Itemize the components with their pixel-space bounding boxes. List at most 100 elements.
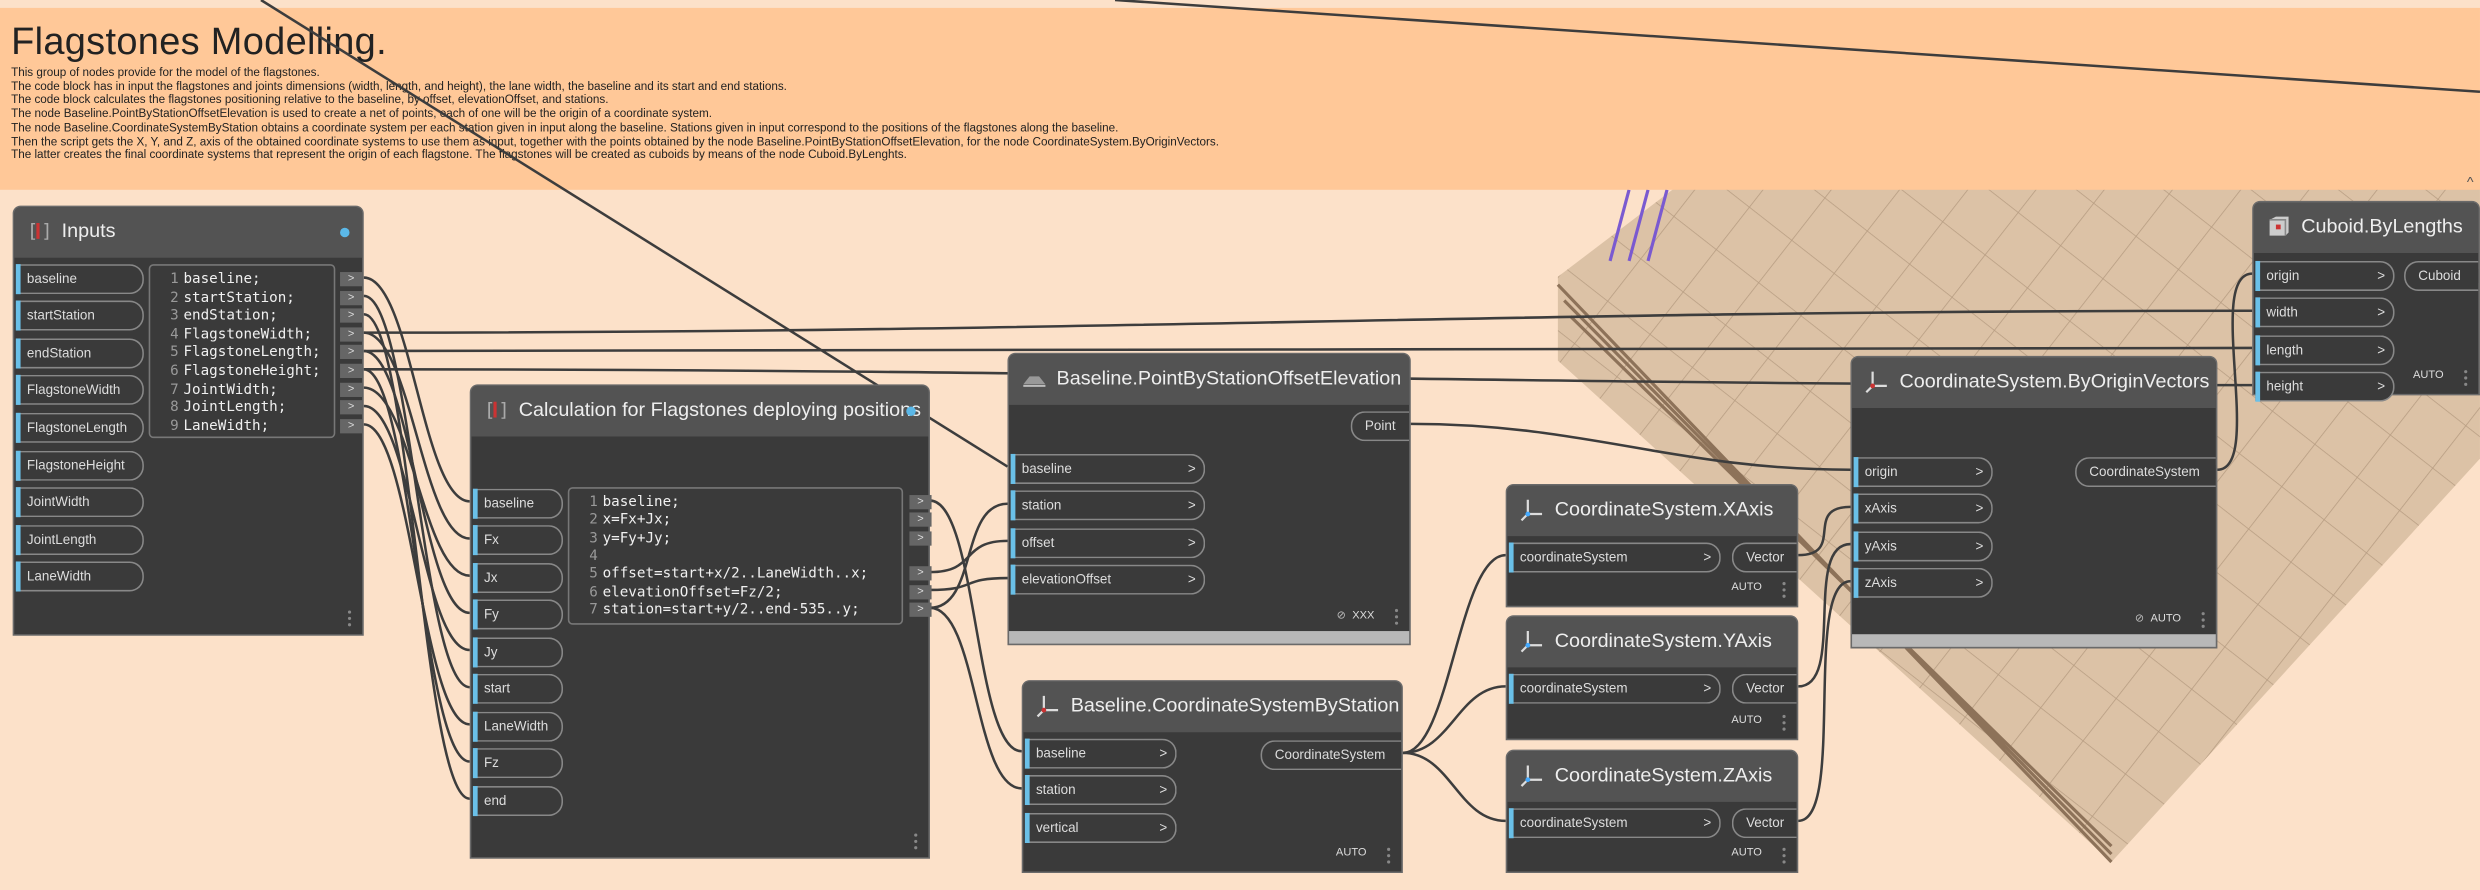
output-port-arrow[interactable]: > (909, 602, 932, 617)
node-y-axis[interactable]: CoordinateSystem.YAxis coordinateSystem> V… (1505, 615, 1799, 741)
node-header[interactable]: Baseline.PointByStationOffsetElevation (1009, 354, 1410, 405)
input-port-height[interactable]: height> (2255, 371, 2395, 402)
input-port-baseline[interactable]: baseline> (1010, 453, 1206, 484)
wire[interactable] (1798, 542, 1851, 688)
node-menu-icon[interactable] (1782, 847, 1787, 867)
input-port-baseline[interactable]: baseline (15, 263, 144, 294)
input-port-start[interactable]: start (472, 673, 564, 704)
input-port-origin[interactable]: origin> (1853, 456, 1993, 487)
output-port-arrow[interactable]: > (340, 418, 363, 434)
lacing-indicator[interactable]: ⊘AUTO (2135, 612, 2181, 625)
input-port-yaxis[interactable]: yAxis> (1853, 530, 1993, 561)
input-port-coordinatesystem[interactable]: coordinateSystem> (1508, 807, 1721, 838)
wire-length[interactable] (363, 346, 2253, 353)
wire[interactable] (1402, 685, 1506, 755)
input-port-coordinatesystem[interactable]: coordinateSystem> (1508, 541, 1721, 572)
input-port-jointwidth[interactable]: JointWidth (15, 487, 144, 518)
node-x-axis[interactable]: CoordinateSystem.XAxis coordinateSystem> V… (1505, 483, 1799, 608)
output-port-coordinatesystem[interactable]: CoordinateSystem (2075, 456, 2216, 487)
output-port-vector[interactable]: Vector (1731, 672, 1797, 704)
lacing-indicator[interactable]: AUTO (1336, 848, 1367, 859)
lacing-indicator[interactable]: ⊘XXX (1337, 609, 1375, 621)
node-by-origin-vectors[interactable]: CoordinateSystem.ByOriginVectors origin> x… (1850, 355, 2218, 649)
wire[interactable] (1798, 505, 1851, 557)
node-header[interactable]: CoordinateSystem.XAxis (1507, 485, 1797, 537)
output-port-vector[interactable]: Vector (1731, 807, 1797, 838)
preview-bar[interactable] (1852, 634, 2216, 647)
input-port-lanewidth[interactable]: LaneWidth (15, 561, 144, 592)
output-port-arrow[interactable]: > (340, 345, 363, 360)
input-port-baseline[interactable]: baseline (472, 487, 564, 518)
output-port-arrow[interactable]: > (909, 584, 932, 599)
input-port-flagstoneheight[interactable]: FlagstoneHeight (15, 449, 144, 481)
output-port-arrow[interactable]: > (340, 272, 363, 287)
node-header[interactable]: Baseline.CoordinateSystemByStation (1023, 681, 1402, 733)
lacing-indicator[interactable]: AUTO (2413, 370, 2444, 381)
output-port-arrow[interactable]: > (909, 566, 932, 581)
node-menu-icon[interactable] (914, 833, 919, 853)
output-port-cuboid[interactable]: Cuboid (2404, 260, 2479, 291)
node-menu-icon[interactable] (347, 610, 353, 629)
output-port-arrow[interactable]: > (340, 308, 363, 323)
input-port-end[interactable]: end (472, 785, 564, 816)
output-port-coordinatesystem[interactable]: CoordinateSystem (1260, 739, 1402, 770)
input-port-length[interactable]: length> (2255, 334, 2395, 365)
output-port-arrow[interactable]: > (909, 530, 932, 546)
output-port-arrow[interactable]: > (909, 512, 932, 528)
node-menu-icon[interactable] (1387, 847, 1392, 867)
node-z-axis[interactable]: CoordinateSystem.ZAxis coordinateSystem> V… (1505, 749, 1799, 874)
output-port-arrow[interactable]: > (909, 495, 932, 510)
input-port-coordinatesystem[interactable]: coordinateSystem> (1508, 672, 1721, 704)
node-calc[interactable]: []Calculation for Flagstones deploying p… (469, 384, 932, 859)
input-port-elevationoffset[interactable]: elevationOffset> (1010, 564, 1206, 595)
node-header[interactable]: []Inputs (14, 207, 363, 258)
wire[interactable] (363, 349, 470, 615)
node-header[interactable]: []Calculation for Flagstones deploying p… (471, 385, 929, 437)
wire[interactable] (363, 276, 470, 503)
wire[interactable] (929, 502, 1008, 610)
input-port-fz[interactable]: Fz (472, 748, 564, 779)
lacing-indicator[interactable]: AUTO (1731, 715, 1762, 726)
output-port-arrow[interactable]: > (340, 290, 363, 305)
input-port-station[interactable]: station> (1010, 490, 1206, 521)
input-port-xaxis[interactable]: xAxis> (1853, 493, 1993, 524)
input-port-fx[interactable]: Fx (472, 525, 564, 556)
wire[interactable] (363, 423, 470, 726)
wire[interactable] (2217, 272, 2253, 472)
input-port-endstation[interactable]: endStation (15, 337, 144, 369)
input-port-fy[interactable]: Fy (472, 599, 564, 630)
node-menu-icon[interactable] (2464, 370, 2469, 389)
node-header[interactable]: CoordinateSystem.ByOriginVectors (1852, 357, 2216, 409)
input-port-zaxis[interactable]: zAxis> (1853, 567, 1993, 598)
lacing-indicator[interactable]: AUTO (1731, 848, 1762, 859)
output-port-point[interactable]: Point (1350, 410, 1410, 441)
node-header[interactable]: CoordinateSystem.ZAxis (1507, 751, 1797, 802)
node-menu-icon[interactable] (2201, 612, 2207, 631)
input-port-jx[interactable]: Jx (472, 562, 564, 593)
node-menu-icon[interactable] (1782, 582, 1787, 601)
output-port-vector[interactable]: Vector (1731, 541, 1797, 572)
wire-external[interactable] (1114, 0, 2480, 93)
wire[interactable] (363, 312, 471, 800)
node-header[interactable]: Cuboid.ByLengths (2253, 202, 2479, 254)
lacing-indicator[interactable]: AUTO (1731, 582, 1762, 593)
wire[interactable] (1402, 751, 1506, 823)
node-menu-icon[interactable] (1394, 608, 1400, 628)
input-port-flagstonelength[interactable]: FlagstoneLength (15, 412, 144, 443)
wire[interactable] (1798, 579, 1851, 823)
input-port-offset[interactable]: offset> (1010, 527, 1206, 558)
output-port-arrow[interactable]: > (340, 363, 363, 379)
wire[interactable] (363, 331, 470, 540)
input-port-jointlength[interactable]: JointLength (15, 524, 144, 555)
input-port-jy[interactable]: Jy (472, 636, 564, 667)
wire[interactable] (929, 576, 1008, 592)
wire[interactable] (929, 499, 1022, 753)
input-port-origin[interactable]: origin> (2255, 260, 2395, 291)
wire[interactable] (1402, 553, 1506, 755)
node-header[interactable]: CoordinateSystem.YAxis (1507, 616, 1797, 668)
input-port-vertical[interactable]: vertical> (1024, 812, 1177, 843)
